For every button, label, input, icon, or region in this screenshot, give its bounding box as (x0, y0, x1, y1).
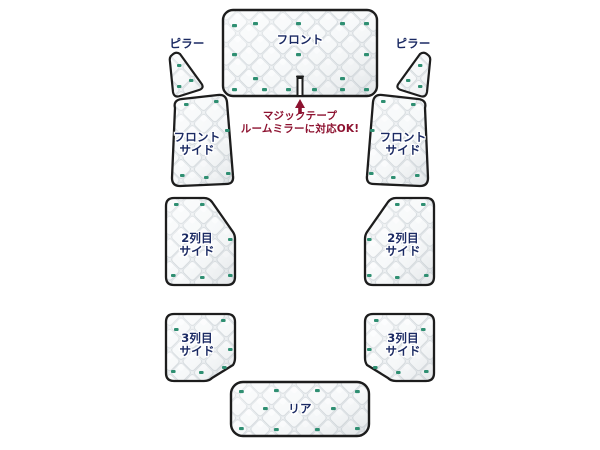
panel-front-side-right (365, 93, 430, 188)
panel-pillar-right (396, 51, 432, 98)
panel-row2-side-left (164, 196, 237, 287)
panel-pillar-left (168, 51, 204, 98)
panel-rear (229, 380, 371, 438)
mirror-slot (296, 75, 304, 97)
panel-row2-side-right (363, 196, 436, 287)
panel-front-side-left (170, 93, 235, 188)
arrow-up-icon (295, 99, 305, 114)
panel-row3-side-left (164, 312, 237, 383)
suction-dots-front (232, 22, 369, 92)
panel-front (221, 8, 379, 98)
panel-row3-side-right (363, 312, 436, 383)
